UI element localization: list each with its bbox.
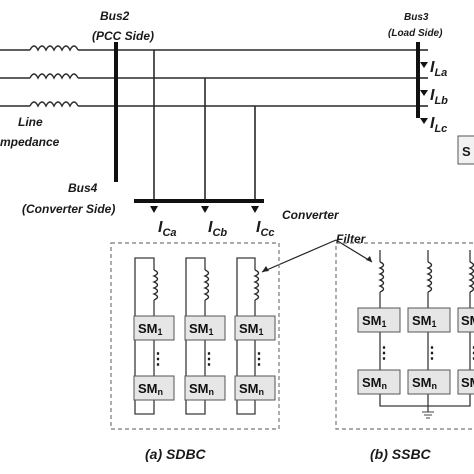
sm-label: SM [461, 375, 474, 390]
sm-box [457, 369, 474, 395]
current-ica: ICa [158, 219, 177, 239]
sm-box [357, 307, 401, 333]
sdbc-box [110, 242, 280, 430]
sm-box [357, 369, 401, 395]
sm-box [407, 369, 451, 395]
bus3-title: Bus3 [404, 12, 429, 23]
bus4-subtitle: (Converter Side) [22, 202, 115, 216]
ellipsis-icon: ⋮ [424, 345, 440, 362]
sm-box [407, 307, 451, 333]
filter-pointer-line [261, 239, 337, 273]
sdbc-loop-b-bottom [185, 408, 206, 415]
sdbc-loop-a-bottom [134, 408, 155, 415]
load-box-label: S [462, 144, 471, 159]
sdbc-submodules: SM1 SM1 SM1 ⋮ ⋮ ⋮ SMn SMn SMn [133, 315, 276, 401]
inductor-icon [253, 269, 260, 301]
arrow-icon [262, 266, 269, 272]
line-impedance-label: Line [18, 115, 43, 129]
three-phase-lines [0, 45, 428, 124]
arrow-icon [420, 90, 428, 96]
sm-label: SMn [362, 375, 387, 391]
sm-label: SM1 [138, 321, 163, 337]
sm-box [133, 375, 175, 401]
current-icc: ICc [256, 219, 275, 239]
inductor-icon [203, 269, 210, 301]
ssbc-box [335, 242, 474, 430]
sm-label: SMn [189, 381, 214, 397]
caption-ssbc: (b) SSBC [370, 446, 432, 462]
load-current-labels: ILa ILb ILc [430, 59, 448, 135]
ellipsis-icon: ⋮ [466, 345, 474, 362]
sm-label: SMn [239, 381, 264, 397]
bus3-subtitle: (Load Side) [388, 28, 443, 39]
ground-icon [422, 411, 434, 419]
sm-box [457, 307, 474, 333]
converter-filter-label: Converter [282, 208, 340, 222]
inductor-icon [29, 101, 79, 108]
ellipsis-icon: ⋮ [376, 345, 392, 362]
line-impedance-label-2: mpedance [0, 135, 60, 149]
sm-box [234, 375, 276, 401]
sm-box [184, 315, 226, 341]
sm-box [133, 315, 175, 341]
ellipsis-icon: ⋮ [150, 351, 166, 368]
inductor-icon [468, 261, 474, 293]
converter-filter-label-2: Filter [336, 232, 367, 246]
sdbc-loop-c-bottom [236, 408, 256, 415]
converter-feeders [150, 50, 259, 213]
inductor-icon [29, 73, 79, 80]
ellipsis-icon: ⋮ [201, 351, 217, 368]
arrow-icon [150, 206, 158, 213]
ssbc-star-point [379, 394, 471, 407]
arrow-icon [366, 256, 372, 262]
bus2-subtitle: (PCC Side) [92, 29, 154, 43]
caption-sdbc: (a) SDBC [145, 446, 207, 462]
bus4-title: Bus4 [68, 181, 98, 195]
inductor-icon [378, 261, 385, 293]
sm-label: SM1 [412, 313, 437, 329]
sm-label: SM1 [189, 321, 214, 337]
ellipsis-icon: ⋮ [251, 351, 267, 368]
inductor-icon [152, 269, 159, 301]
sm-label: SM1 [362, 313, 387, 329]
arrow-icon [201, 206, 209, 213]
sm-label: SM [461, 313, 474, 328]
sm-label: SMn [138, 381, 163, 397]
ssbc-submodules: SM1 SM1 SM ⋮ ⋮ ⋮ SMn SMn SM [357, 307, 474, 395]
inductor-icon [426, 261, 433, 293]
sm-box [184, 375, 226, 401]
load-box [457, 135, 474, 165]
current-icb: ICb [208, 219, 227, 239]
current-ila: ILa [430, 59, 447, 79]
arrow-icon [420, 62, 428, 68]
current-ilb: ILb [430, 87, 448, 107]
bus2-title: Bus2 [100, 9, 130, 23]
sm-label: SMn [412, 375, 437, 391]
inductor-icon [29, 45, 79, 52]
current-ilc: ILc [430, 115, 447, 135]
arrow-icon [251, 206, 259, 213]
filter-pointer-line-2 [335, 239, 373, 263]
sm-label: SM1 [239, 321, 264, 337]
sm-box [234, 315, 276, 341]
arrow-icon [420, 118, 428, 124]
converter-current-labels: ICa ICb ICc [158, 219, 275, 239]
